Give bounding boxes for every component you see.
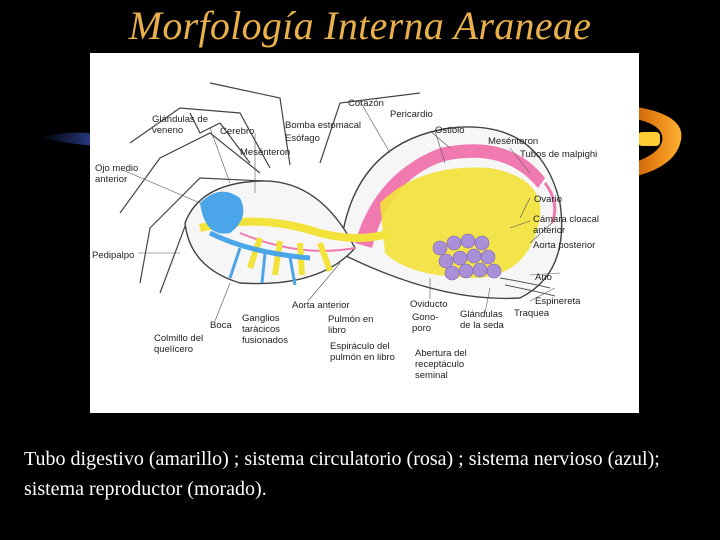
slide-title: Morfología Interna Araneae	[128, 3, 592, 48]
heart-shape	[355, 144, 545, 248]
ovary-cluster	[432, 233, 502, 281]
label-corazon: Corazón	[348, 98, 384, 109]
label-aorta-anterior: Aorta anterior	[292, 300, 350, 311]
label-ganglios: Ganglios taràcicos fusionados	[242, 313, 288, 346]
label-bomba-estomacal: Bomba estomacal	[285, 120, 362, 131]
decorative-swoosh	[40, 106, 682, 182]
nerve-branches	[228, 247, 297, 286]
label-pedipalpo: Pedipalpo	[92, 250, 135, 261]
label-espiraculo: Espiráculo del pulmón en libro	[330, 341, 395, 363]
caption-text: Tubo digestivo (amarillo) ; sistema circ…	[24, 448, 660, 500]
label-ostiolo: Ostiolo	[435, 125, 465, 136]
label-ojo-medio: Ojo medio anterior	[95, 163, 139, 185]
brain-shape	[200, 191, 244, 234]
midgut-shape	[380, 167, 541, 278]
label-glandulas-seda: Glándulas de la seda	[460, 309, 504, 331]
label-glandulas-veneno: Glándulas de veneno	[152, 114, 208, 136]
label-pericardio: Pericardio	[390, 109, 433, 120]
silk-glands	[499, 277, 556, 297]
label-mesenteron-top: Mesénteron	[240, 147, 291, 158]
label-cerebro: Cerebro	[220, 126, 255, 137]
label-ano: Ano	[535, 272, 552, 283]
label-esofago: Esófago	[285, 133, 320, 144]
label-ovario: Ovario	[534, 194, 562, 205]
label-mesenteron-right: Mesénteron	[488, 136, 539, 147]
spider-anatomy-diagram: Corazón Glándulas de veneno Bomba estoma…	[90, 53, 639, 413]
label-tubos-malpighi: Tubos de malpighi	[520, 149, 598, 160]
label-abertura: Abertura del receptáculo seminal	[415, 348, 467, 381]
spider-illustration	[119, 82, 563, 322]
label-colmillo: Colmillo del quelícero	[154, 333, 204, 355]
label-gonoporo: Gono- poro	[412, 312, 439, 334]
aorta-posterior-line	[543, 182, 557, 224]
nerve-cord	[208, 230, 311, 261]
label-pulmon: Pulmón en libro	[328, 314, 374, 336]
label-boca: Boca	[210, 320, 232, 331]
label-oviducto: Oviducto	[410, 299, 448, 310]
label-traquea: Traquea	[514, 308, 550, 319]
gut-diverticula	[247, 237, 333, 276]
label-espinereta: Espinereta	[535, 296, 581, 307]
label-aorta-posterior: Aorta posterior	[533, 240, 596, 251]
label-camara-cloacal: Cámara cloacal anterior	[533, 214, 599, 236]
leader-lines	[124, 100, 561, 322]
